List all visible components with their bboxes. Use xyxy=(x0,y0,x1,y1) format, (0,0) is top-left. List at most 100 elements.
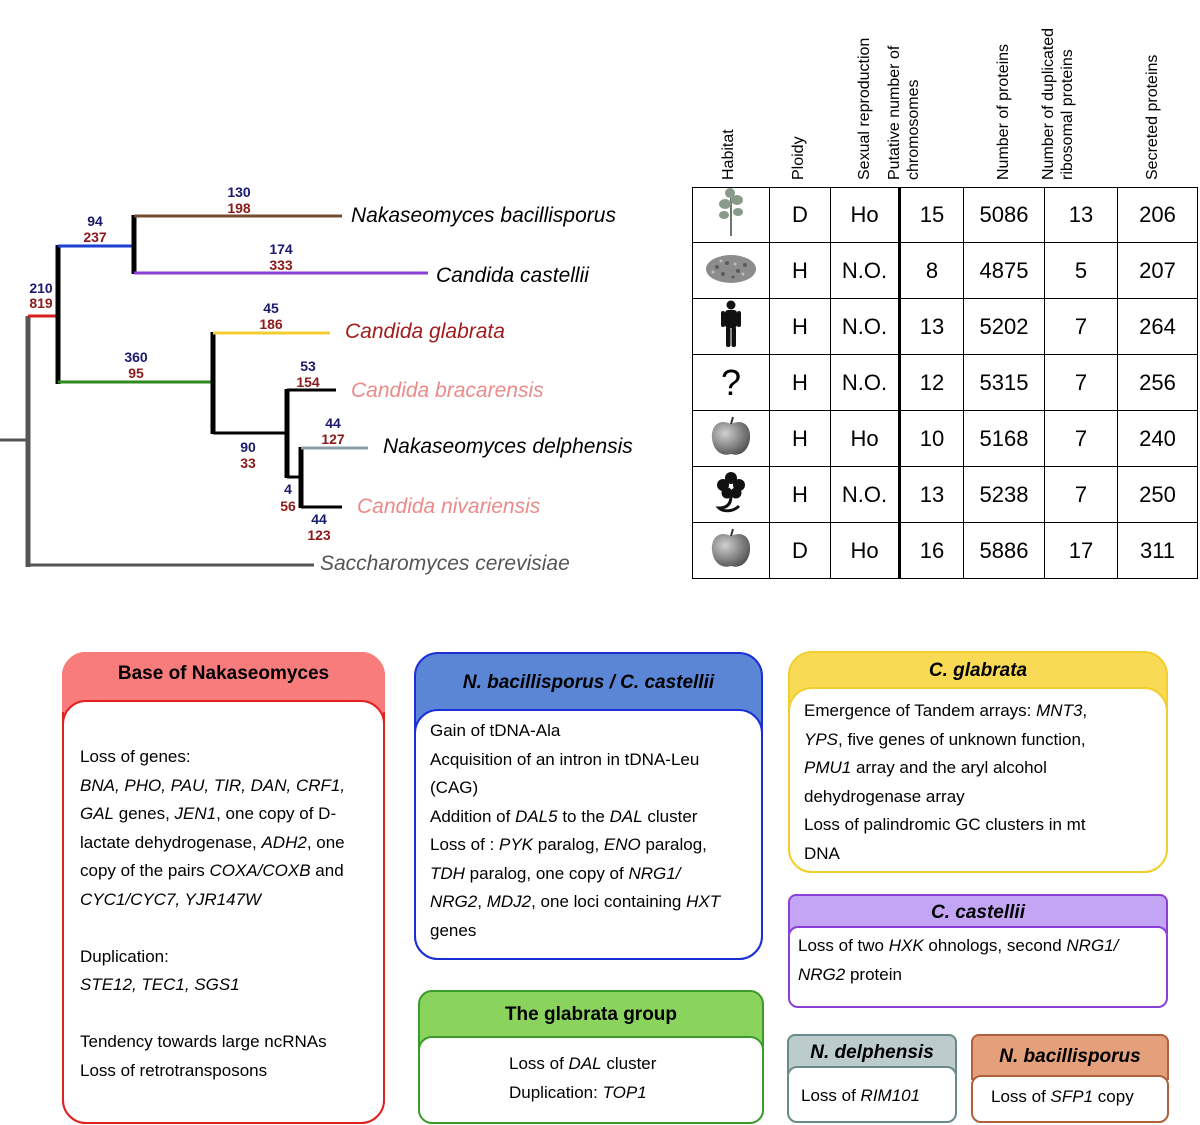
branch-number: 33 xyxy=(240,455,256,471)
ploidy-cell: D xyxy=(769,187,831,243)
box-body: Loss of SFP1 copy xyxy=(971,1075,1169,1123)
ploidy-cell: H xyxy=(769,354,831,411)
tree-branches xyxy=(0,214,428,567)
n-bacillisporus-box: N. bacillisporus Loss of SFP1 copy xyxy=(971,1034,1169,1123)
sex-cell: Ho xyxy=(830,187,900,243)
sex-cell: Ho xyxy=(830,410,900,467)
box-text-line: Loss of palindromic GC clusters in mt xyxy=(804,815,1086,834)
box-text-line: Duplication: TOP1 xyxy=(509,1082,647,1102)
box-text-line: NRG2 protein xyxy=(798,964,902,984)
box-text-line: Loss of RIM101 xyxy=(801,1086,921,1105)
branch-number: 56 xyxy=(280,498,296,514)
box-text-line: Loss of genes: xyxy=(80,747,191,766)
table-row: D Ho 15 5086 13 206 xyxy=(692,187,1198,243)
proteins-cell: 5315 xyxy=(963,354,1045,411)
branch-number: 94 xyxy=(87,213,103,229)
sex-cell: N.O. xyxy=(830,242,900,299)
soil-icon xyxy=(706,254,756,283)
box-text-line: Emergence of Tandem arrays: MNT3, xyxy=(804,701,1088,720)
secreted-cell: 207 xyxy=(1117,242,1198,299)
chromosomes-cell: 8 xyxy=(898,242,964,299)
box-text-line: Loss of SFP1 copy xyxy=(991,1087,1134,1106)
apple-icon xyxy=(711,416,751,455)
branch-number: 95 xyxy=(128,365,144,381)
ribosomal-cell: 7 xyxy=(1044,410,1118,467)
box-text-line: BNA, PHO, PAU, TIR, DAN, CRF1, xyxy=(80,775,346,795)
taxon-label: Nakaseomyces bacillisporus xyxy=(351,204,616,227)
table-row: H Ho 10 5168 7 240 xyxy=(692,410,1198,467)
box-body: Emergence of Tandem arrays: MNT3, YPS, f… xyxy=(788,687,1168,873)
chromosomes-cell: 13 xyxy=(898,298,964,355)
branch-number: 333 xyxy=(269,257,293,273)
proteins-cell: 5886 xyxy=(963,522,1045,579)
ploidy-cell: H xyxy=(769,242,831,299)
box-text-line: TDH paralog, one copy of NRG1/ xyxy=(430,863,681,883)
box-text-line: Gain of tDNA-Ala xyxy=(430,721,561,740)
chromosomes-cell: 12 xyxy=(898,354,964,411)
box-body: Gain of tDNA-Ala Acquisition of an intro… xyxy=(414,709,763,960)
chromosomes-cell: 10 xyxy=(898,410,964,467)
column-header-secreted: Secreted proteins xyxy=(1144,54,1161,180)
box-text-line: YPS, five genes of unknown function, xyxy=(804,729,1086,749)
secreted-cell: 206 xyxy=(1117,187,1198,243)
chromosomes-cell: 13 xyxy=(898,466,964,523)
c-castellii-box: C. castellii Loss of two HXK ohnologs, s… xyxy=(788,894,1168,1008)
branch-number: 53 xyxy=(300,358,316,374)
sex-cell: Ho xyxy=(830,522,900,579)
ribosomal-cell: 5 xyxy=(1044,242,1118,299)
secreted-cell: 311 xyxy=(1117,522,1198,579)
table-row: H N.O. 8 4875 5 207 xyxy=(692,242,1198,299)
branch-number: 44 xyxy=(311,511,327,527)
box-text-line: Loss of retrotransposons xyxy=(80,1060,268,1080)
habitat-cell xyxy=(692,298,770,355)
table-row: H N.O. 13 5238 7 250 xyxy=(692,466,1198,523)
box-title: N. bacillisporus xyxy=(971,1034,1169,1080)
apple-icon xyxy=(711,528,751,567)
taxon-label: Saccharomyces cerevisiae xyxy=(320,552,570,575)
branch-number: 123 xyxy=(307,527,331,543)
branch-number: 186 xyxy=(259,316,283,332)
phylogenetic-tree xyxy=(0,214,428,567)
proteins-cell: 5168 xyxy=(963,410,1045,467)
box-text-line: PMU1 array and the aryl alcohol xyxy=(804,758,1047,777)
proteins-cell: 5086 xyxy=(963,187,1045,243)
secreted-cell: 256 xyxy=(1117,354,1198,411)
column-header-proteins: Number of proteins xyxy=(995,43,1012,180)
branch-number: 198 xyxy=(227,200,251,216)
habitat-cell xyxy=(692,242,770,299)
box-text-line: copy of the pairs COXA/COXB and xyxy=(80,861,344,880)
box-body: Loss of genes: BNA, PHO, PAU, TIR, DAN, … xyxy=(62,700,385,1124)
box-text-line: genes xyxy=(430,920,477,940)
branch-number: 90 xyxy=(240,439,256,455)
box-text-line: Loss of : PYK paralog, ENO paralog, xyxy=(430,835,707,854)
ploidy-cell: H xyxy=(769,466,831,523)
ribosomal-cell: 7 xyxy=(1044,298,1118,355)
column-header-habitat: Habitat xyxy=(720,129,737,180)
taxon-label: Candida bracarensis xyxy=(351,379,544,402)
box-body: Loss of DAL cluster Duplication: TOP1 xyxy=(418,1036,764,1124)
taxon-label: Nakaseomyces delphensis xyxy=(383,435,633,458)
table-row: ? H N.O. 12 5315 7 256 xyxy=(692,354,1198,411)
ploidy-cell: H xyxy=(769,298,831,355)
sex-cell: N.O. xyxy=(830,466,900,523)
box-title: C. glabrata xyxy=(928,660,1028,681)
box-text-line: dehydrogenase array xyxy=(804,786,965,806)
box-text-line: GAL genes, JEN1, one copy of D- xyxy=(80,804,337,823)
branch-number: 45 xyxy=(263,300,279,316)
box-text-line: Duplication: xyxy=(80,946,169,966)
habitat-cell xyxy=(692,466,770,523)
c-glabrata-box: C. glabrata Emergence of Tandem arrays: … xyxy=(788,651,1168,873)
box-text-line: Tendency towards large ncRNAs xyxy=(80,1032,327,1051)
branch-number: 130 xyxy=(227,184,251,200)
habitat-cell xyxy=(692,410,770,467)
proteins-cell: 4875 xyxy=(963,242,1045,299)
box-text-line: lactate dehydrogenase, ADH2, one xyxy=(80,832,345,852)
ploidy-cell: D xyxy=(769,522,831,579)
ribosomal-cell: 17 xyxy=(1044,522,1118,579)
chromosomes-cell: 15 xyxy=(898,187,964,243)
secreted-cell: 240 xyxy=(1117,410,1198,467)
column-header-sexual-reproduction: Sexual reproduction xyxy=(856,37,873,180)
proteins-cell: 5202 xyxy=(963,298,1045,355)
ribosomal-cell: 13 xyxy=(1044,187,1118,243)
